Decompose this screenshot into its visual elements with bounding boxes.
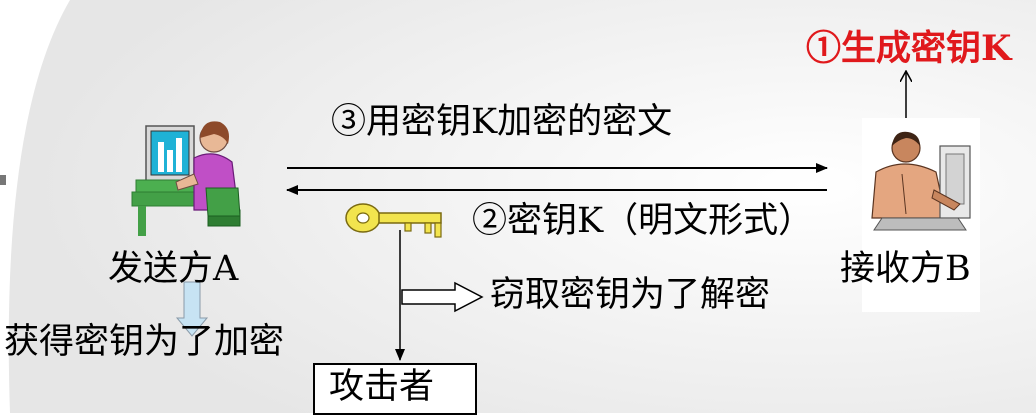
woman-at-computer-icon bbox=[131, 121, 241, 236]
steal-hollow-arrow bbox=[401, 281, 484, 313]
receiver-label: 接收方B bbox=[840, 249, 971, 289]
sender-label: 发送方A bbox=[108, 249, 239, 289]
obtain-key-label: 获得密钥为了加密 bbox=[4, 322, 285, 362]
step3-ciphertext-label: ③用密钥K加密的密文 bbox=[331, 102, 673, 142]
attacker-label: 攻击者 bbox=[329, 367, 435, 407]
step2-plaintext-key-label: ②密钥K（明文形式） bbox=[472, 201, 814, 241]
obtain-down-arrow bbox=[175, 281, 209, 337]
steal-key-label: 窃取密钥为了解密 bbox=[490, 275, 771, 315]
slide-curve bbox=[0, 0, 70, 413]
man-at-computer-icon bbox=[862, 118, 980, 312]
step1-generate-key-label: ①生成密钥K bbox=[806, 28, 1012, 69]
slide-edge-marker bbox=[0, 175, 6, 185]
key-icon bbox=[345, 203, 442, 238]
